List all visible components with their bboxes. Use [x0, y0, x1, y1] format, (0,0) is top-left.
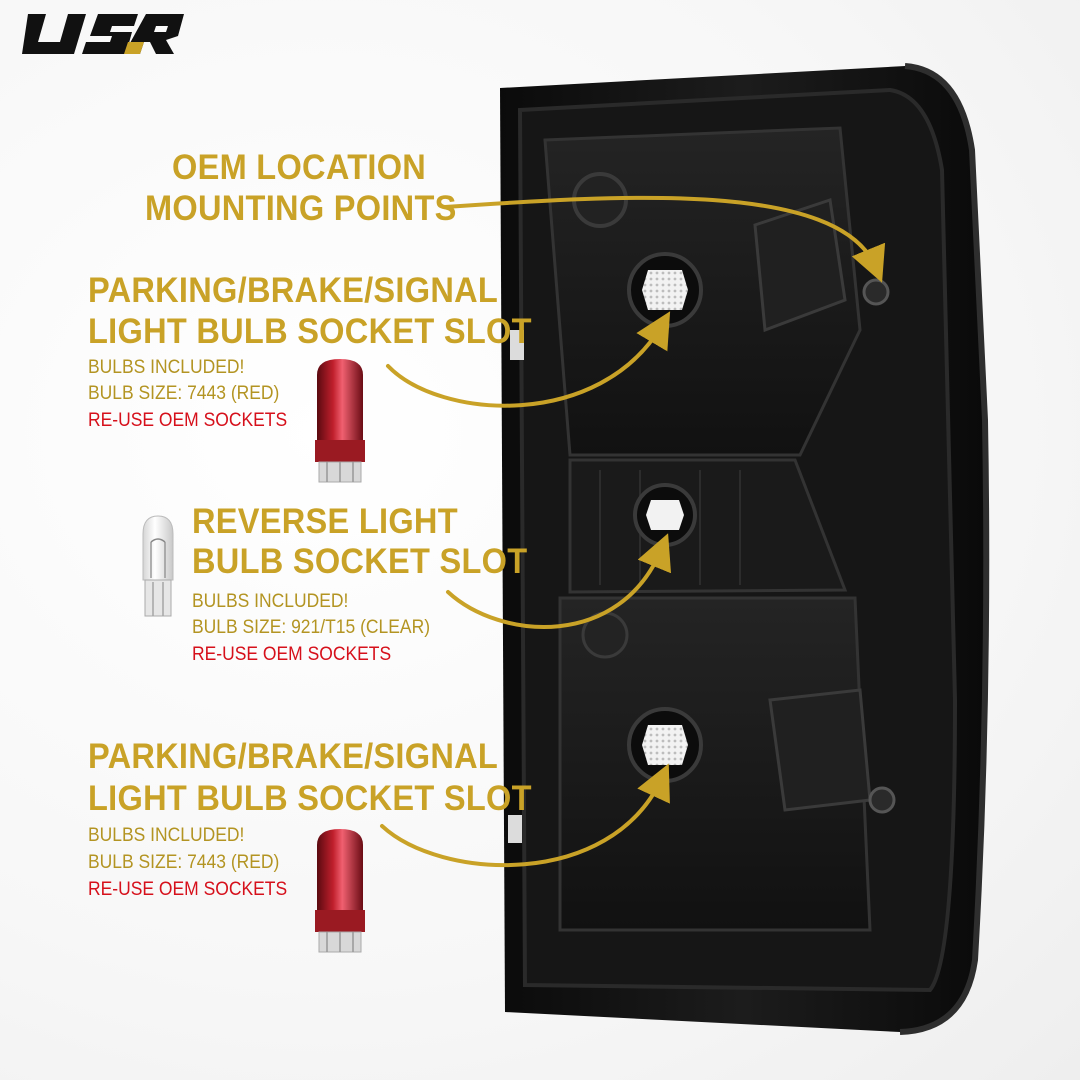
upper-brake-bulb-size: BULB SIZE: 7443 (RED) — [88, 383, 280, 404]
red-bulb-7443-icon — [315, 829, 365, 953]
upper-brake-reuse-note: RE-USE OEM SOCKETS — [88, 410, 288, 431]
upper-brake-title-line2: LIGHT BULB SOCKET SLOT — [88, 312, 532, 351]
lower-brake-bulb-size: BULB SIZE: 7443 (RED) — [88, 852, 280, 873]
lower-brake-reuse-note: RE-USE OEM SOCKETS — [88, 879, 288, 900]
mounting-title-line1: OEM LOCATION — [172, 148, 427, 187]
lower-brake-title-line1: PARKING/BRAKE/SIGNAL — [88, 737, 499, 776]
reverse-bulbs-included: BULBS INCLUDED! — [192, 591, 349, 612]
reverse-title-line1: REVERSE LIGHT — [192, 502, 458, 541]
lower-socket-slot — [627, 707, 703, 783]
reverse-bulb-size: BULB SIZE: 921/T15 (CLEAR) — [192, 617, 431, 638]
usr-logo — [22, 14, 184, 54]
upper-brake-title-line1: PARKING/BRAKE/SIGNAL — [88, 271, 499, 310]
clear-bulb-921-icon — [142, 515, 174, 617]
upper-socket-slot — [627, 252, 703, 328]
reverse-reuse-note: RE-USE OEM SOCKETS — [192, 644, 392, 665]
reverse-socket-slot — [633, 483, 697, 547]
reverse-title-line2: BULB SOCKET SLOT — [192, 542, 528, 581]
lower-brake-title-line2: LIGHT BULB SOCKET SLOT — [88, 779, 532, 818]
upper-brake-bulbs-included: BULBS INCLUDED! — [88, 357, 245, 378]
lower-brake-bulbs-included: BULBS INCLUDED! — [88, 825, 245, 846]
red-bulb-7443-icon — [315, 359, 365, 483]
mounting-title-line2: MOUNTING POINTS — [145, 189, 457, 228]
